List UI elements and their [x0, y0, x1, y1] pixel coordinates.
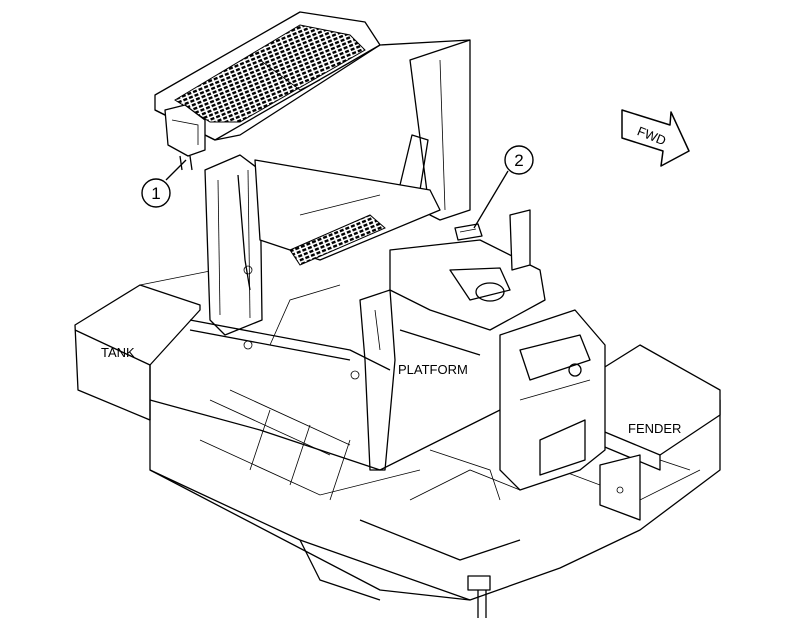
fender-label: FENDER [628, 421, 681, 436]
cab-frame [189, 284, 481, 380]
module-box [164, 104, 206, 171]
callout-2: 2 [473, 145, 534, 229]
connector-plate [454, 209, 531, 271]
platform-label: PLATFORM [398, 362, 468, 377]
rops-cross-beam [254, 159, 441, 266]
seat-area [359, 239, 546, 471]
tank [74, 269, 251, 421]
callout-1-number: 1 [151, 184, 160, 203]
callout-2-number: 2 [514, 151, 523, 170]
right-console [499, 309, 606, 491]
callout-1: 1 [141, 159, 187, 208]
fwd-arrow-icon: FWD [621, 109, 690, 167]
tank-label: TANK [101, 345, 135, 360]
fender [599, 344, 721, 521]
rops-left-pillar [204, 154, 263, 336]
